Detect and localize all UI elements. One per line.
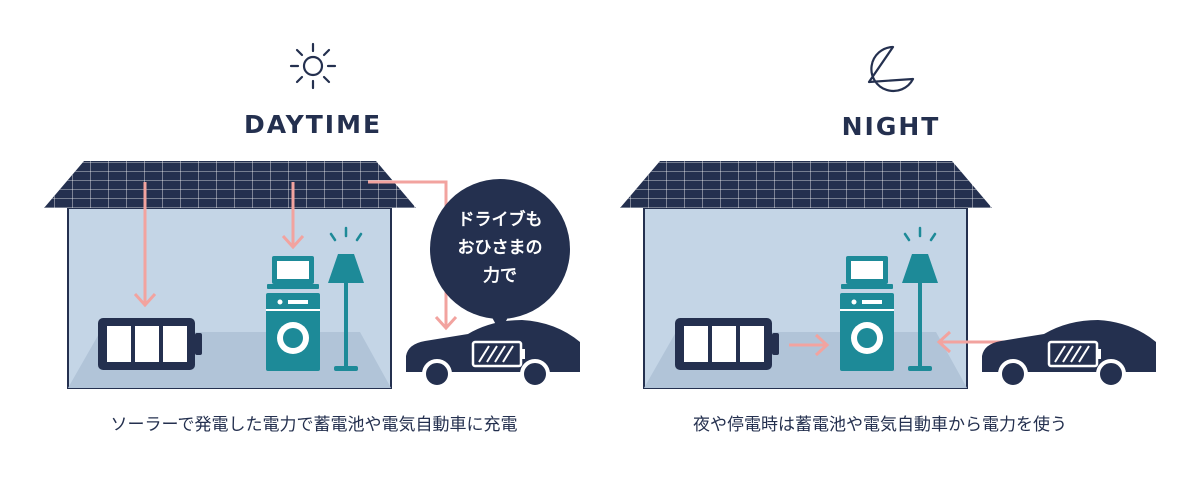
day-arrow-to-appliances	[281, 182, 305, 250]
night-title: NIGHT	[841, 112, 941, 141]
day-washing-machine-icon	[266, 293, 320, 371]
daytime-caption: ソーラーで発電した電力で蓄電池や電気自動車に充電	[110, 415, 518, 435]
night-arrow-from-car	[936, 330, 1004, 354]
night-floor-lamp-icon	[902, 226, 938, 371]
night-laptop-icon	[841, 256, 893, 289]
night-arrow-from-battery	[789, 333, 830, 357]
bubble-line-2: おひさまの	[457, 238, 543, 258]
night-solar-roof	[620, 161, 992, 208]
day-car-battery-icon	[471, 340, 525, 368]
bubble-line-1: ドライブも	[457, 210, 543, 230]
night-electric-car-icon	[982, 320, 1156, 389]
day-arrow-to-battery	[133, 182, 157, 308]
daytime-title: DAYTIME	[243, 110, 383, 139]
day-electric-car-icon	[406, 320, 580, 389]
sun-icon	[289, 42, 337, 90]
night-battery-icon	[675, 318, 779, 370]
bubble-text: ドライブも おひさまの 力で	[430, 206, 570, 290]
drive-speech-bubble	[430, 179, 570, 332]
day-floor-lamp-icon	[328, 226, 364, 371]
day-solar-roof	[44, 161, 416, 208]
night-caption: 夜や停電時は蓄電池や電気自動車から電力を使う	[693, 415, 1067, 435]
moon-icon	[867, 45, 915, 93]
day-laptop-icon	[267, 256, 319, 289]
day-battery-icon	[98, 318, 202, 370]
night-car-battery-icon	[1047, 340, 1101, 368]
night-washing-machine-icon	[840, 293, 894, 371]
bubble-line-3: 力で	[483, 266, 517, 286]
